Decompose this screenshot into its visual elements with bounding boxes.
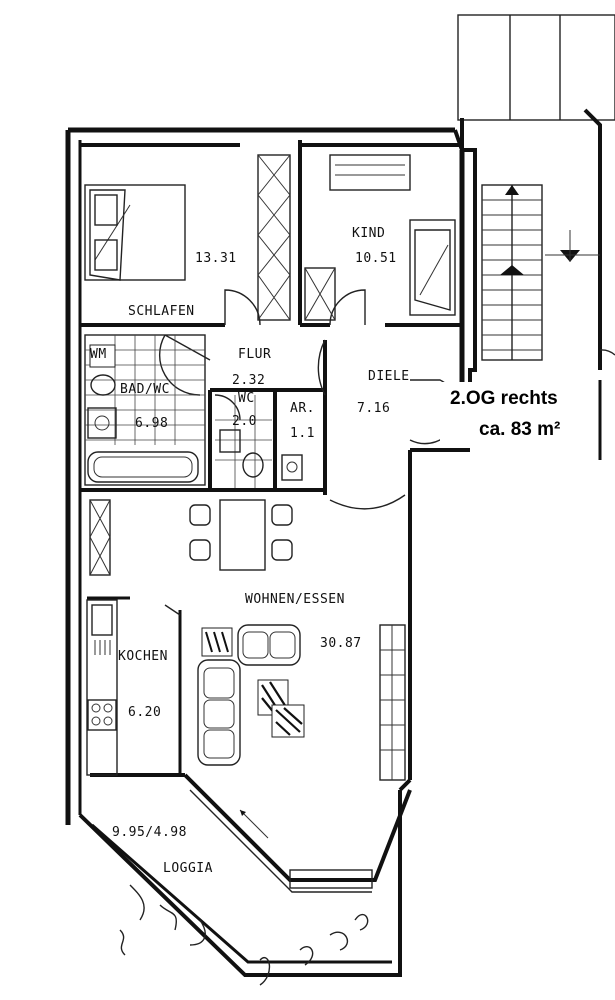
dining-set — [189, 499, 293, 571]
loggia-outline — [78, 773, 412, 986]
floor-label: 2.OG rechts — [450, 388, 558, 409]
kind-furniture — [329, 154, 456, 316]
wohnen-area: 30.87 — [320, 636, 362, 651]
wc-area: 2.0 — [232, 414, 257, 429]
kind-name: KIND — [352, 226, 385, 241]
schlafen-area: 13.31 — [195, 251, 237, 266]
apartment-area: ca. 83 m² — [479, 419, 560, 440]
diele-area: 7.16 — [357, 401, 390, 416]
loggia-name: LOGGIA — [163, 861, 213, 876]
kitchen-fixtures — [86, 599, 118, 776]
bad-area: 6.98 — [135, 416, 168, 431]
loggia-area: 9.95/4.98 — [112, 825, 187, 840]
bathroom-fixtures — [84, 334, 206, 486]
ar-area: 1.1 — [290, 426, 315, 441]
wohnen-name: WOHNEN/ESSEN — [245, 592, 345, 607]
diele-name: DIELE — [368, 369, 410, 384]
flur-name: FLUR — [238, 347, 271, 362]
wc-name: WC — [238, 391, 255, 406]
flur-area: 2.32 — [232, 373, 265, 388]
ar-name: AR. — [290, 401, 315, 416]
kochen-area: 6.20 — [128, 705, 161, 720]
wardrobes — [89, 154, 336, 576]
room-labels: 13.31 SCHLAFEN KIND 10.51 FLUR 2.32 DIEL… — [90, 226, 410, 876]
kochen-name: KOCHEN — [118, 649, 168, 664]
schlafen-name: SCHLAFEN — [128, 304, 195, 319]
bed-schlafen — [84, 184, 186, 281]
wc-fixtures — [215, 395, 303, 488]
overlay-background — [440, 382, 580, 444]
kind-area: 10.51 — [355, 251, 397, 266]
bad-name: BAD/WC — [120, 382, 170, 397]
outer-walls — [65, 127, 470, 825]
interior-walls — [80, 140, 462, 775]
living-furniture — [197, 624, 406, 781]
wm-label: WM — [90, 347, 107, 362]
